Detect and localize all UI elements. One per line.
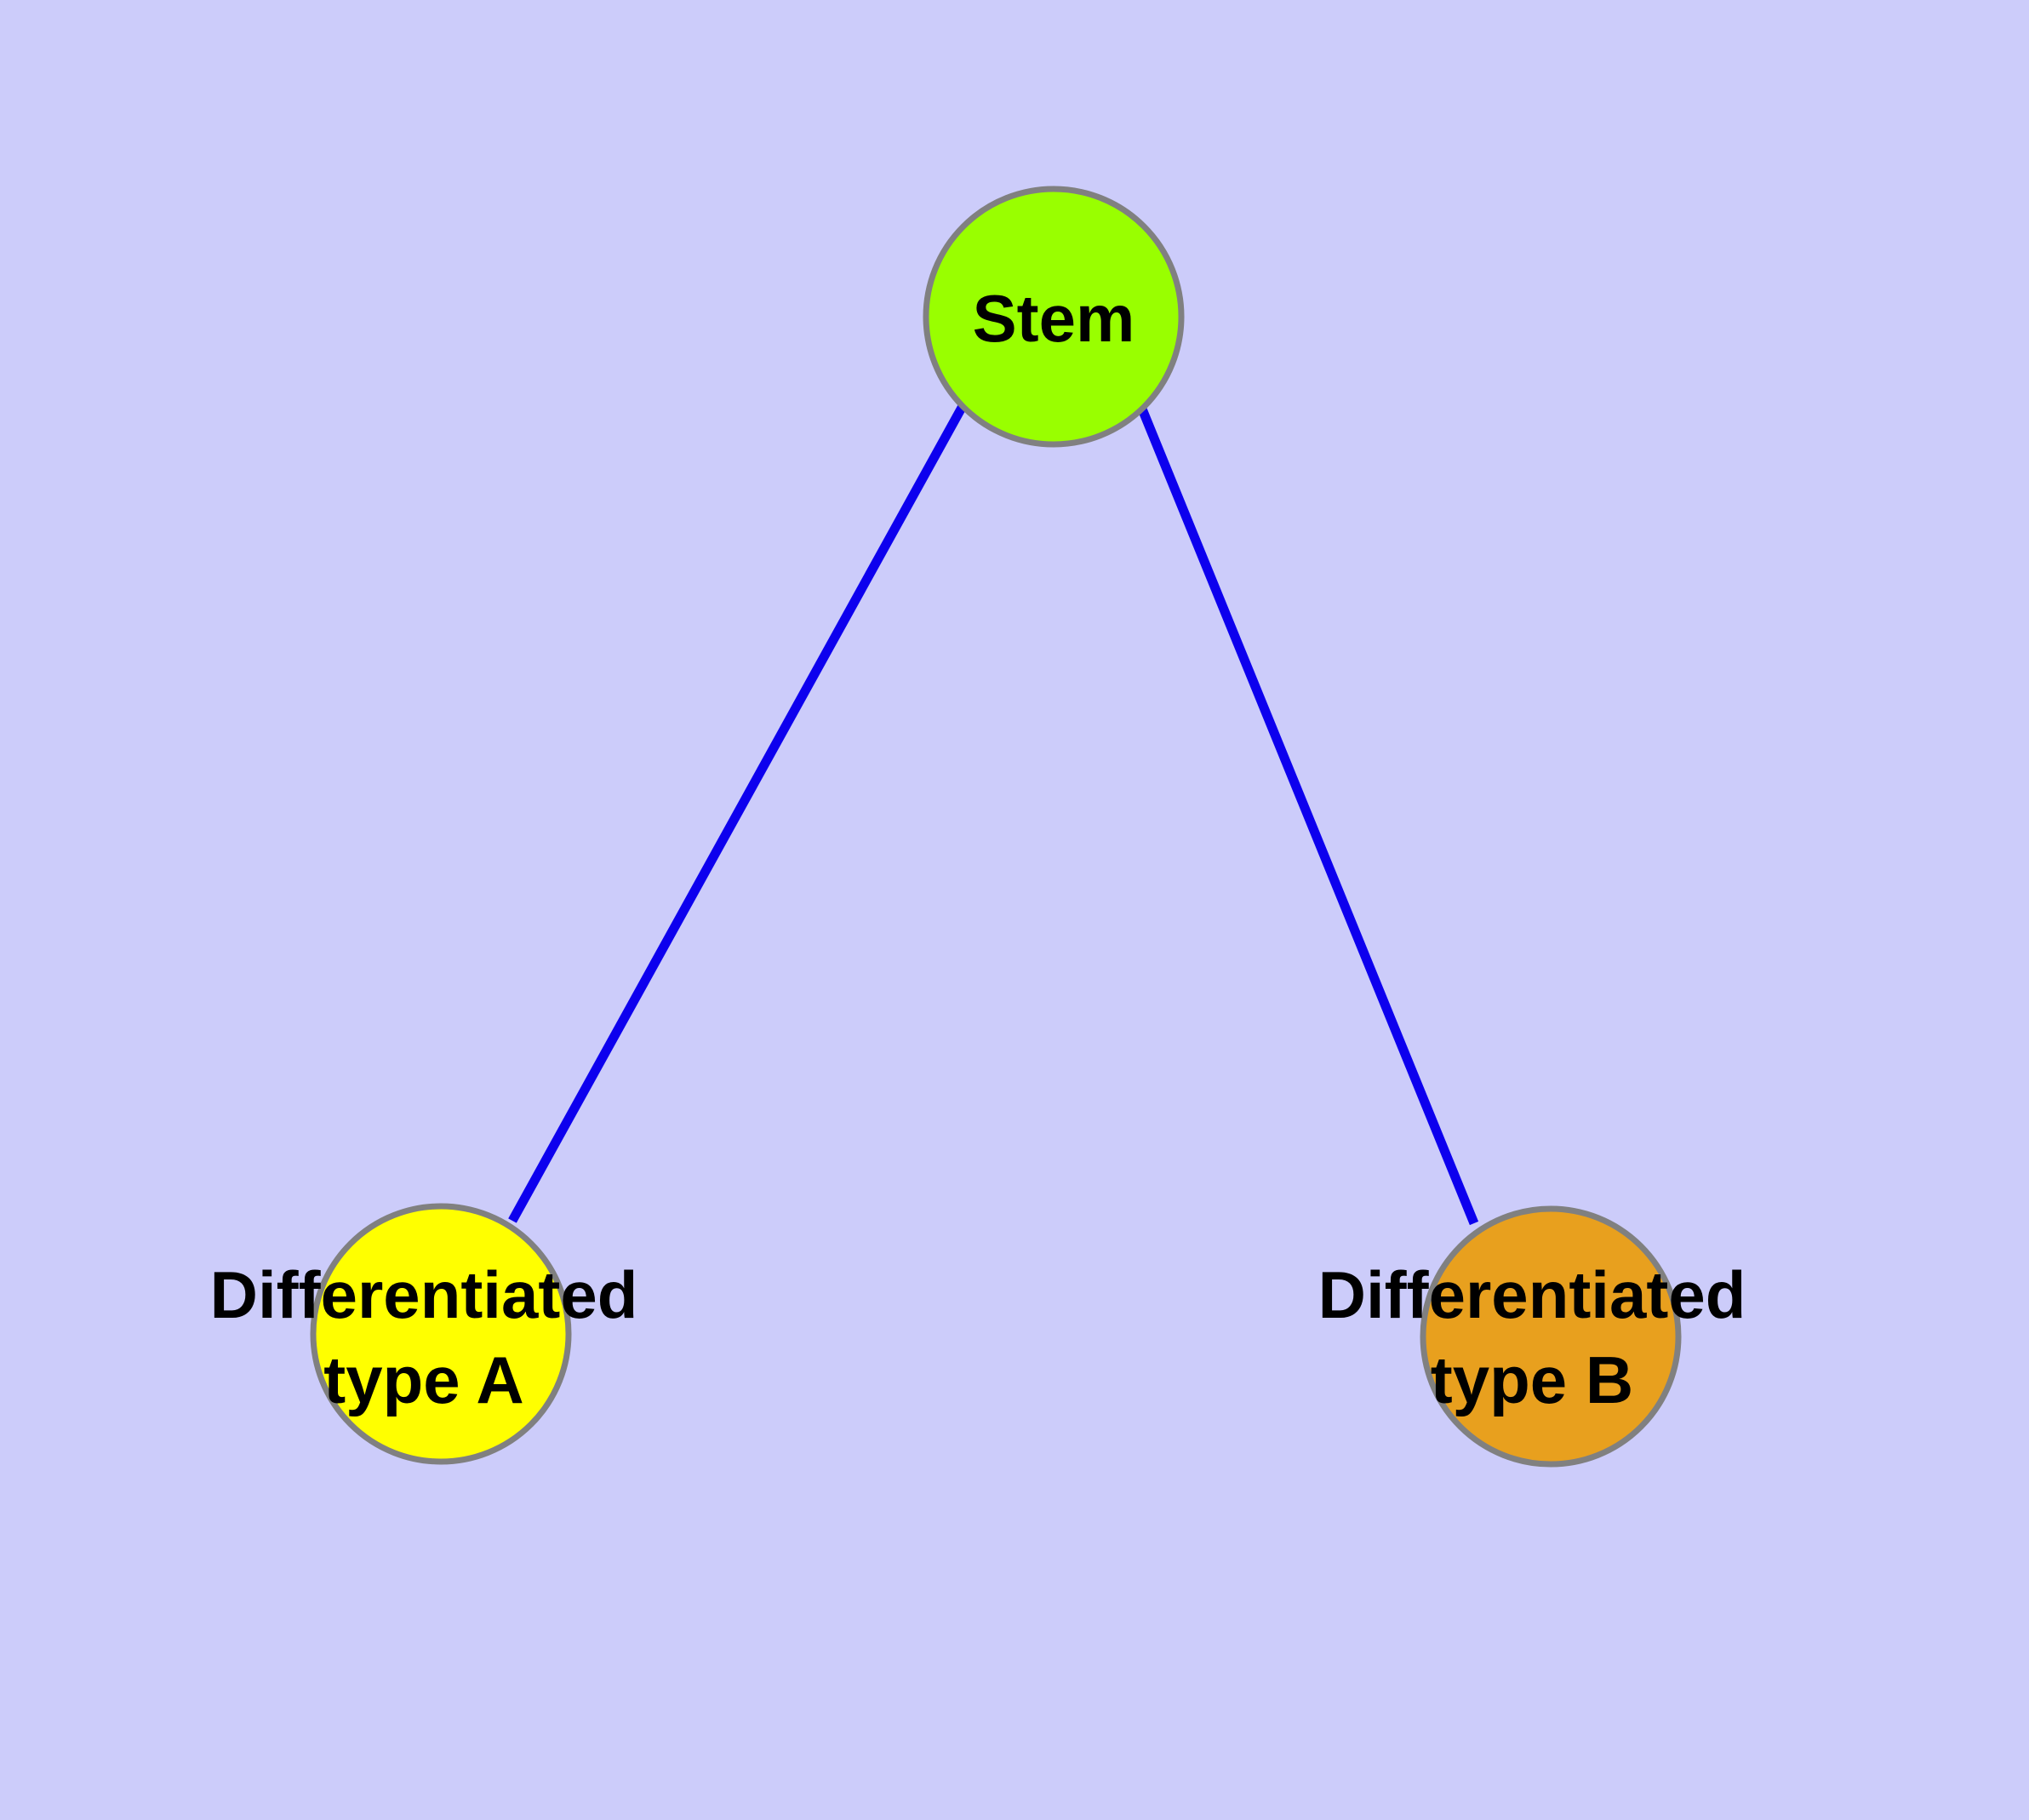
node-stem-circle[interactable] [923,186,1185,448]
node-diff-a-label-line2: type A [323,1342,524,1417]
edge-layer [508,403,1479,1226]
edge-stem-to-diff-b[interactable] [1136,404,1479,1226]
node-diff-b-label-line2: type B [1431,1342,1633,1417]
node-diff-b[interactable] [1420,1205,1682,1468]
edge-stem-to-diff-a[interactable] [508,403,967,1223]
node-diff-a-label-line1: Differentiated [210,1257,638,1332]
node-layer [310,186,1682,1468]
node-diff-b-circle[interactable] [1420,1205,1682,1468]
node-stem[interactable] [923,186,1185,448]
label-layer: Stem Differentiated type A Differentiate… [210,281,1746,1417]
node-diff-b-label-line1: Differentiated [1318,1257,1746,1332]
node-diff-a[interactable] [310,1203,572,1465]
node-diff-a-circle[interactable] [310,1203,572,1465]
node-stem-label: Stem [973,281,1135,356]
